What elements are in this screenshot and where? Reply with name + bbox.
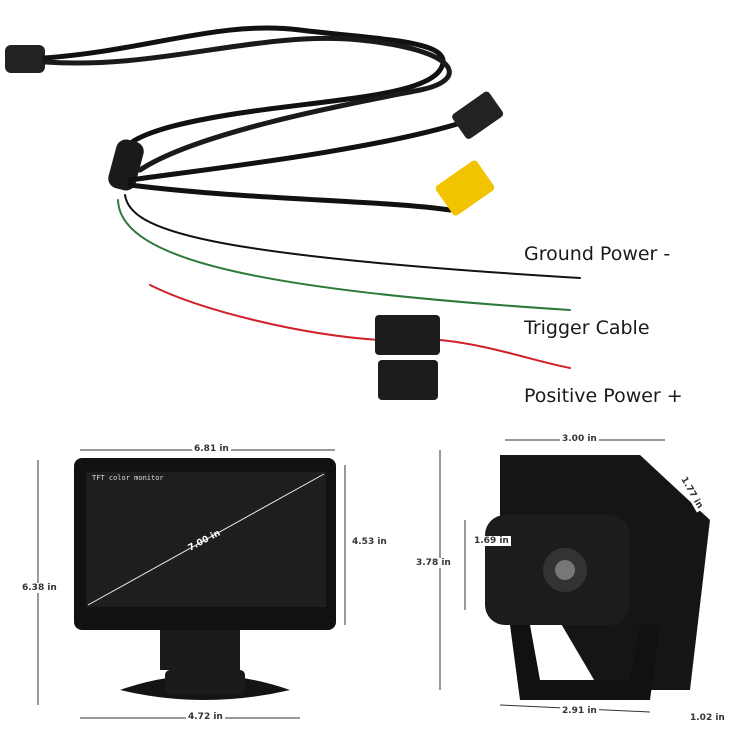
- monitor-screen-text: TFT color monitor: [92, 474, 164, 482]
- camera-lens-height-dim: 1.69 in: [472, 536, 511, 546]
- camera-total-height-dim: 3.78 in: [414, 558, 453, 568]
- camera-base-width-dim: 2.91 in: [560, 706, 599, 716]
- monitor-drawing: [37, 449, 346, 719]
- label-positive-power: Positive Power +: [524, 385, 683, 407]
- monitor-width-dim: 6.81 in: [192, 444, 231, 454]
- monitor-base-width-dim: 4.72 in: [186, 712, 225, 722]
- fuse-holder: [375, 315, 440, 355]
- connector-yellow: [435, 160, 495, 216]
- camera-drawing: [439, 439, 710, 713]
- connector-left: [5, 45, 45, 73]
- label-ground-power: Ground Power -: [524, 243, 671, 265]
- label-trigger-cable: Trigger Cable: [524, 317, 650, 339]
- connector-black: [452, 91, 504, 139]
- camera-hood-width-dim: 3.00 in: [560, 434, 599, 444]
- monitor-total-height-dim: 6.38 in: [20, 583, 59, 593]
- monitor-screen-height-dim: 4.53 in: [350, 537, 389, 547]
- camera-base-depth-dim: 1.02 in: [688, 713, 727, 723]
- cable-harness: [5, 25, 581, 400]
